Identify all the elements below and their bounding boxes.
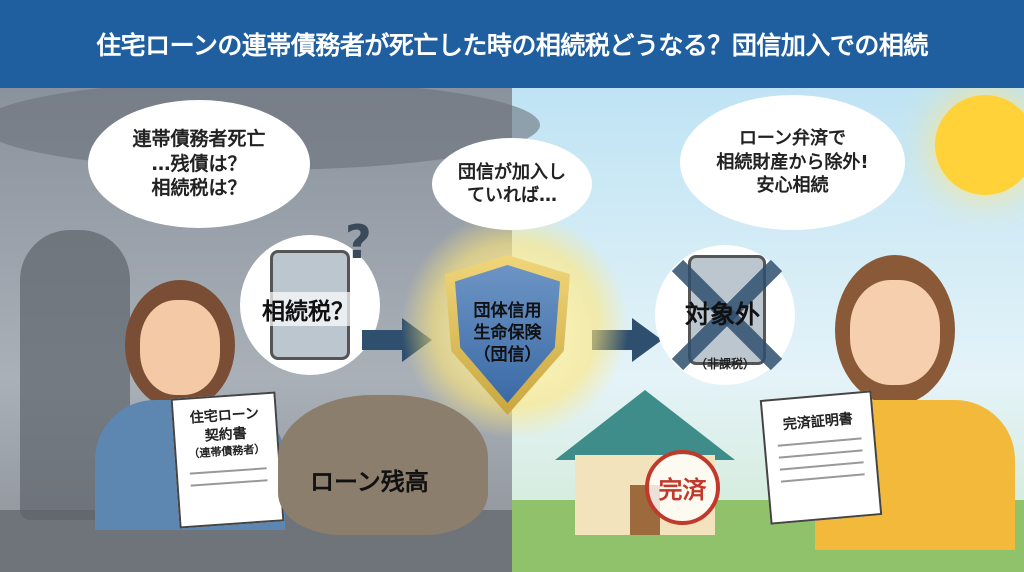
loan-balance-bag <box>278 395 488 535</box>
left-bubble-line2: …残債は？ <box>151 152 247 175</box>
center-bubble-line1: 団信が加入し <box>458 161 566 183</box>
shield-label: 団体信用 生命保険 （団信） <box>455 300 560 366</box>
right-completion-certificate: 完済証明書 <box>759 390 883 525</box>
shield-line3: （団信） <box>473 345 542 366</box>
center-bubble-line2: ていれば… <box>467 185 557 206</box>
certificate-title: 完済証明書 <box>782 411 854 434</box>
exempt-label: 対象外 <box>685 300 761 329</box>
shield-line1: 団体信用 <box>473 301 542 321</box>
right-bubble-line2: 相続財産から除外! <box>716 151 869 173</box>
left-thought-bubble: 連帯債務者死亡 …残債は？ 相続税は？ <box>88 100 310 228</box>
center-speech-bubble: 団信が加入し ていれば… <box>432 138 592 230</box>
question-mark-icon: ? <box>345 215 372 269</box>
right-speech-bubble: ローン弁済で 相続財産から除外! 安心相続 <box>680 95 905 230</box>
shield-line2: 生命保険 <box>473 323 542 344</box>
page-title: 住宅ローンの連帯債務者が死亡した時の相続税どうなる？団信加入での相続 <box>0 0 1024 88</box>
sun-icon <box>935 95 1024 195</box>
non-taxable-label: （非課税） <box>695 357 756 371</box>
left-bubble-line3: 相続税は？ <box>151 177 247 200</box>
left-loan-contract: 住宅ローン 契約書 （連帯債務者） <box>170 391 285 529</box>
left-bubble-line1: 連帯債務者死亡 <box>132 127 266 150</box>
right-bubble-line3: 安心相続 <box>756 175 829 197</box>
right-bubble-line1: ローン弁済で <box>738 128 847 150</box>
bag-label: ローン残高 <box>310 468 429 496</box>
tax-question-label: 相続税？ <box>262 292 354 326</box>
paid-stamp: 完済 <box>645 450 720 525</box>
